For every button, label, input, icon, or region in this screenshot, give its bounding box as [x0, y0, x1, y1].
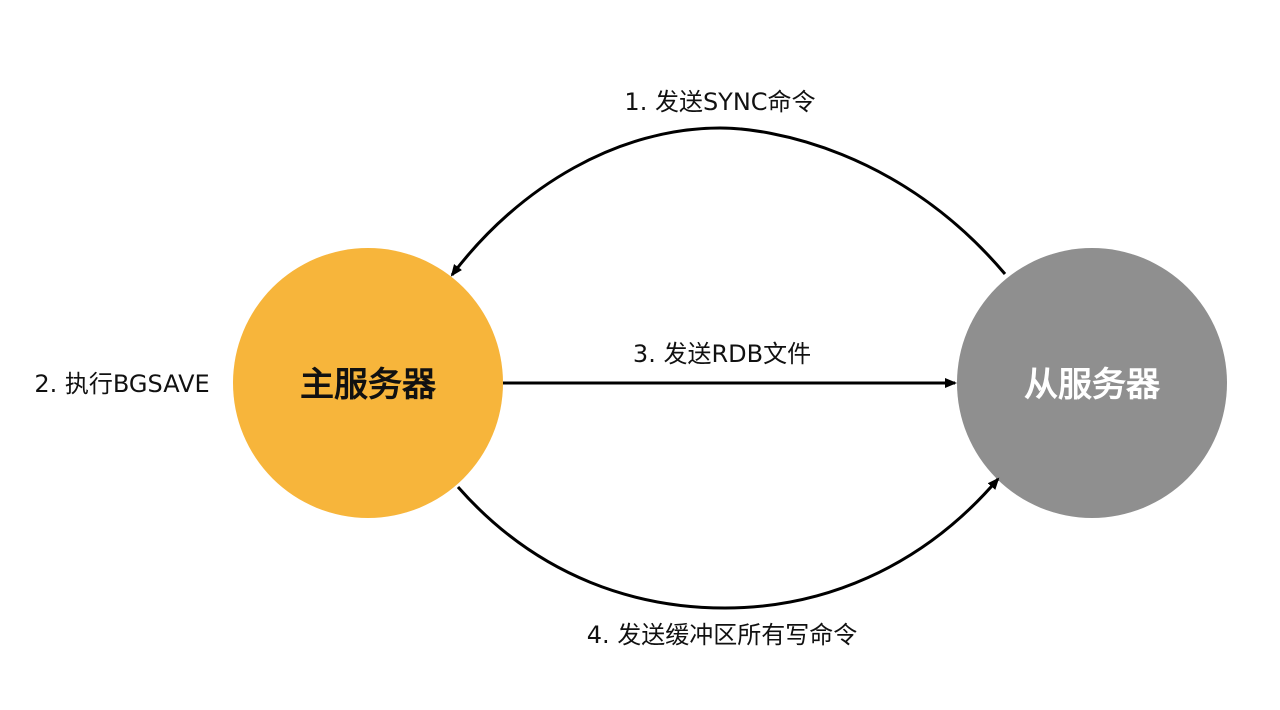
sync-command-label: 1. 发送SYNC命令: [624, 88, 815, 116]
slave-server-label: 从服务器: [1024, 365, 1161, 405]
arrow-send-buffer: [456, 477, 1000, 610]
bgsave-label: 2. 执行BGSAVE: [34, 370, 209, 398]
buffer-commands-label: 4. 发送缓冲区所有写命令: [587, 621, 858, 649]
slave-server-node: [957, 248, 1227, 518]
master-server-node: [233, 248, 503, 518]
arrow-sync-command: [450, 126, 1007, 277]
rdb-file-label: 3. 发送RDB文件: [633, 340, 811, 368]
master-server-label: 主服务器: [300, 365, 437, 405]
